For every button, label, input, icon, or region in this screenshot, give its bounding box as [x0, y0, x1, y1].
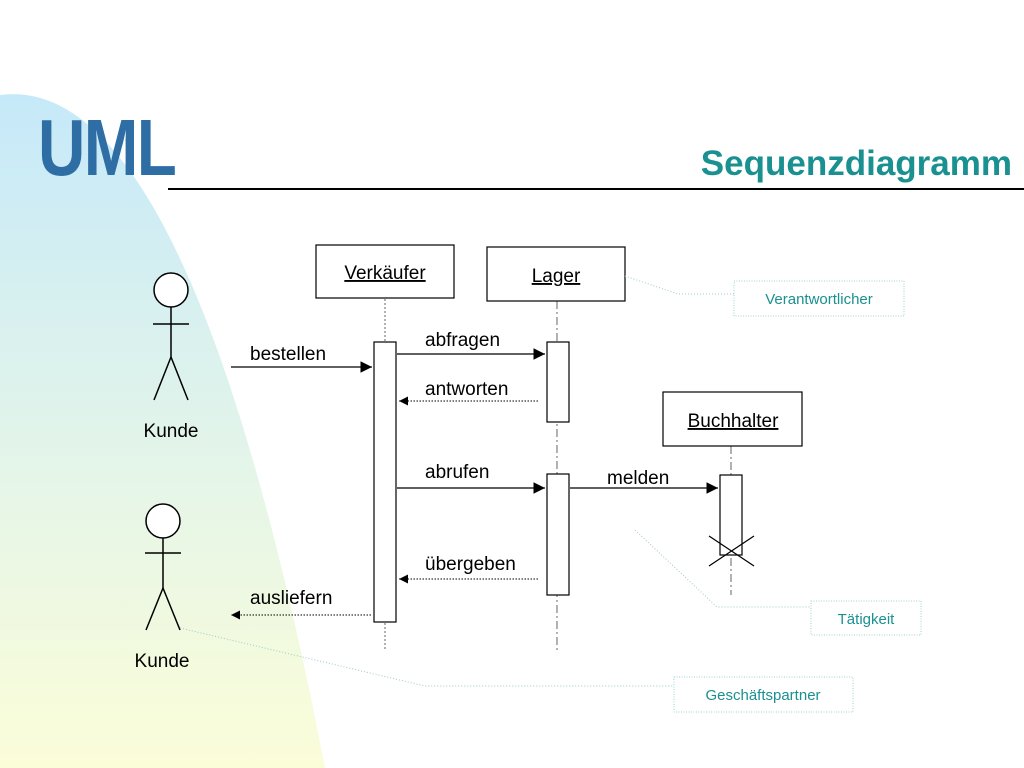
message-uebergeben: übergeben: [399, 554, 538, 584]
message-label: antworten: [425, 379, 508, 400]
object-lager: Lager: [486, 246, 626, 302]
message-abrufen: abrufen: [397, 462, 545, 494]
message-label: melden: [607, 468, 669, 489]
note-connector-geschaeftspartner: [179, 627, 674, 687]
message-abfragen: abfragen: [397, 330, 545, 360]
note-taetigkeit: Tätigkeit: [810, 600, 922, 636]
uml-title: UML: [38, 103, 177, 192]
message-label: abfragen: [425, 330, 500, 351]
activation-lager-1: [546, 341, 570, 423]
page-title: Sequenzdiagramm: [700, 144, 1012, 183]
note-connector-taetigkeit: [634, 529, 810, 608]
object-buchhalter: Buchhalter: [662, 391, 803, 447]
actor-kunde-1: Kunde: [144, 272, 199, 442]
actor-label: Kunde: [135, 651, 190, 672]
object-verkaeufer: Verkäufer: [315, 244, 455, 299]
message-label: bestellen: [250, 344, 326, 365]
note-label: Verantwortlicher: [765, 291, 873, 308]
message-ausliefern: ausliefern: [231, 588, 371, 620]
object-label: Verkäufer: [344, 263, 426, 284]
message-melden: melden: [570, 468, 718, 494]
note-label: Geschäftspartner: [705, 687, 820, 704]
message-antworten: antworten: [399, 379, 538, 406]
object-label: Lager: [532, 266, 581, 287]
object-label: Buchhalter: [688, 411, 780, 432]
activation-verkaeufer: [373, 341, 397, 623]
actor-label: Kunde: [144, 421, 199, 442]
message-bestellen: bestellen: [231, 344, 372, 373]
activation-lager-2: [546, 473, 570, 596]
actor-kunde-2: Kunde: [135, 503, 190, 672]
activation-buchhalter: [719, 474, 743, 556]
message-label: übergeben: [425, 554, 516, 575]
note-verantwortlicher: Verantwortlicher: [733, 280, 905, 317]
note-geschaeftspartner: Geschäftspartner: [673, 676, 854, 713]
message-label: ausliefern: [250, 588, 332, 609]
message-label: abrufen: [425, 462, 489, 483]
note-label: Tätigkeit: [838, 611, 896, 628]
destruction-mark: [708, 535, 755, 567]
title-divider: [168, 188, 1024, 190]
note-connector-verantwortlicher: [624, 275, 734, 295]
